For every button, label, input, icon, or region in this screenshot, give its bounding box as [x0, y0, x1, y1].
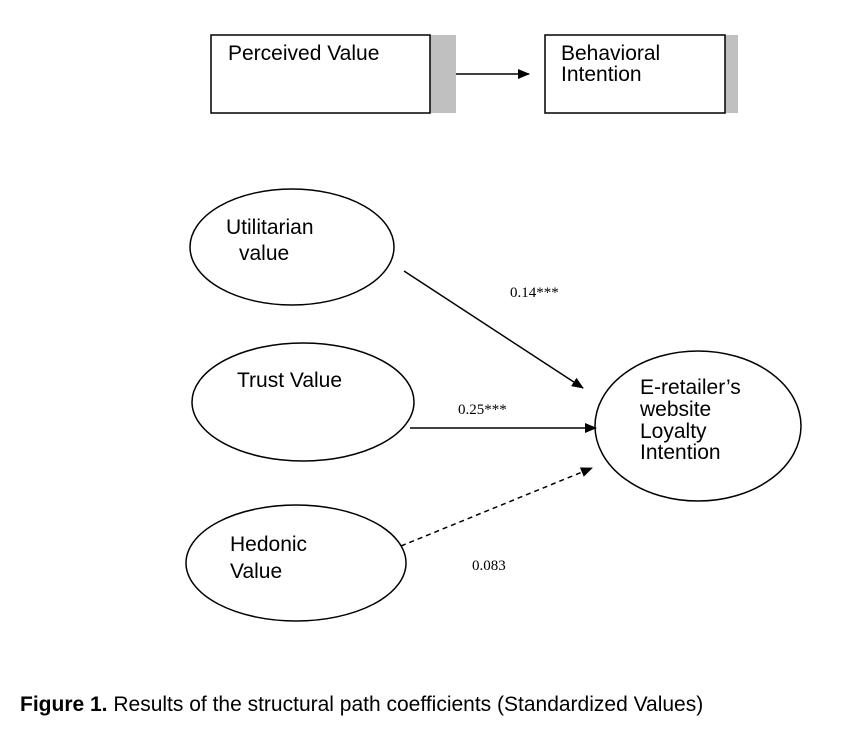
utilitarian-to-loyalty-path: [403, 270, 584, 389]
figure-caption-text: Results of the structural path coefficie…: [107, 693, 704, 716]
trust-value-label: Trust Value: [237, 369, 342, 392]
utilitarian-value-label-line2: value: [239, 242, 289, 265]
hedonic-value-label-line2: Value: [230, 560, 282, 583]
perceived-value-box: [210, 34, 431, 114]
behavioral-intention-label-line1: Behavioral: [561, 42, 660, 65]
utilitarian-value-node: [189, 188, 395, 306]
behavioral-intention-box-shadow: [725, 35, 738, 113]
trust-value-node: [191, 342, 415, 462]
hedonic-value-node: [185, 504, 407, 622]
hedonic-value-label-line1: Hedonic: [230, 533, 307, 556]
utilitarian-value-label-line1: Utilitarian: [226, 216, 314, 239]
perceived-value-box-shadow: [430, 35, 456, 113]
trust-path-coefficient: 0.25***: [458, 402, 507, 418]
loyalty-intention-label-line1: E-retailer’s: [640, 376, 741, 399]
behavioral-intention-box: [544, 34, 726, 114]
loyalty-intention-label-line4: Intention: [640, 441, 721, 464]
figure-caption-label: Figure 1.: [20, 693, 108, 716]
hedonic-path-coefficient: 0.083: [472, 558, 506, 574]
hedonic-to-loyalty-path: [400, 467, 593, 547]
loyalty-intention-label-line3: Loyalty: [640, 420, 707, 443]
behavioral-intention-label-line2: Intention: [561, 63, 642, 86]
loyalty-intention-label-line2: website: [639, 398, 711, 421]
utilitarian-path-coefficient: 0.14***: [510, 285, 559, 301]
perceived-value-label: Perceived Value: [228, 42, 379, 65]
figure-caption: Figure 1. Results of the structural path…: [20, 693, 703, 717]
